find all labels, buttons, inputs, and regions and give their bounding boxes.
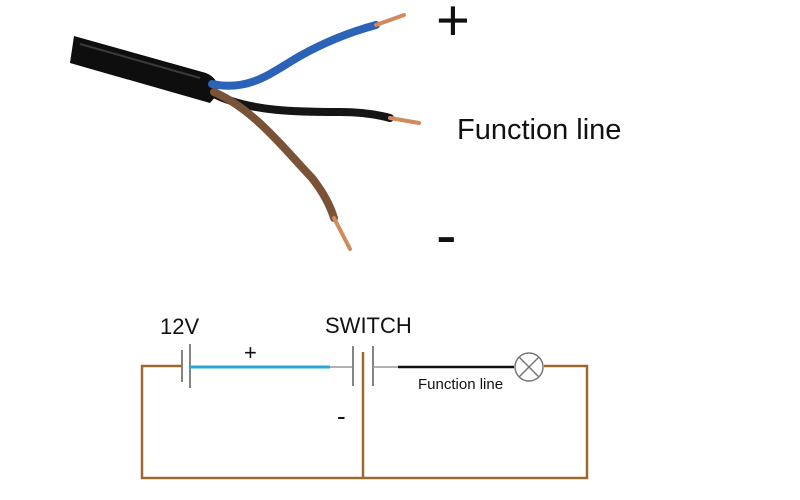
photo-minus-label: - <box>436 201 457 270</box>
blue-wire <box>208 21 380 90</box>
schematic-plus-label: + <box>244 340 257 365</box>
schematic-minus-label: - <box>337 401 346 431</box>
photo-plus-label: + <box>436 0 470 53</box>
cable-jacket-highlight <box>79 43 201 79</box>
black-wire-copper-tip <box>388 116 421 125</box>
schematic-function-line-label: Function line <box>418 376 504 393</box>
circuit-schematic <box>140 344 589 480</box>
battery-voltage-label: 12V <box>160 314 200 339</box>
blue-wire-copper-tip <box>374 13 406 27</box>
brown-wire-copper-tip <box>332 216 352 251</box>
cable-jacket <box>70 36 218 103</box>
cable-photo <box>70 13 421 251</box>
brown-loop-wire <box>140 364 589 480</box>
black-wire <box>210 90 394 122</box>
photo-function-line-label: Function line <box>457 114 622 146</box>
switch-label: SWITCH <box>325 313 412 338</box>
lamp-icon <box>514 352 544 382</box>
brown-wire <box>210 88 338 222</box>
